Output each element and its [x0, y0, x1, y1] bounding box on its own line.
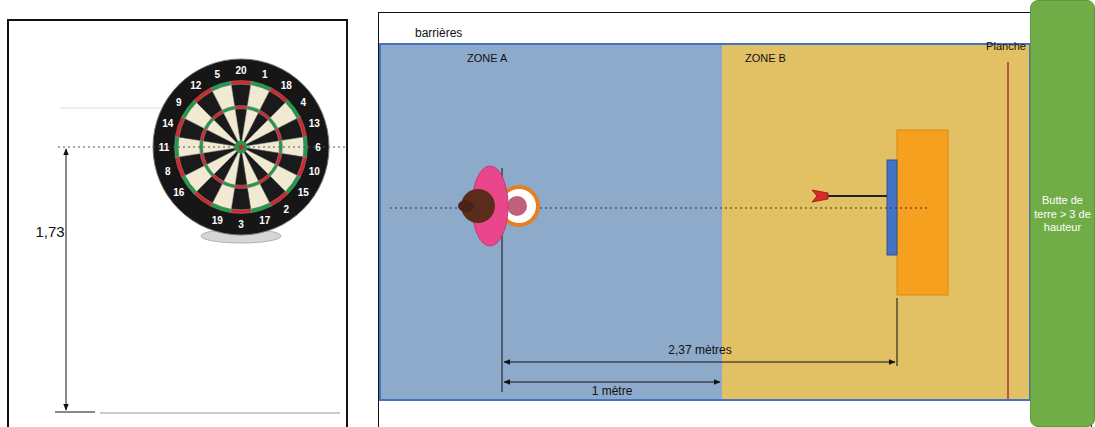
- board-segment: [175, 157, 185, 177]
- person-hands: [507, 196, 527, 216]
- region-title: barrières: [415, 26, 462, 41]
- node-text: Butte de terre > 3 de hauteur: [1034, 194, 1091, 235]
- board-number: 10: [309, 165, 320, 176]
- target-stand: [897, 130, 948, 295]
- board-segment: [251, 203, 271, 213]
- board-number: 12: [190, 79, 201, 90]
- board-segment: [285, 100, 300, 118]
- board-segment: [235, 106, 248, 110]
- board-segment: [231, 209, 252, 213]
- panel-frame: [8, 20, 347, 427]
- outer-bull: [235, 141, 247, 153]
- dimension-line: [66, 149, 67, 410]
- board-segment: [297, 117, 307, 137]
- board-segment: [235, 185, 248, 189]
- dimension-label: 1,73: [35, 224, 64, 241]
- dart-shaft: [826, 195, 887, 197]
- board-number: 14: [162, 118, 173, 129]
- board-number: 4: [301, 96, 307, 107]
- dimension-tick: [897, 298, 898, 366]
- text-wrap: ZONE A: [467, 52, 507, 66]
- dimension-tick: [55, 412, 95, 413]
- earth-mound: Butte de terre > 3 de hauteur: [1030, 0, 1095, 427]
- part-name: Planche: [986, 40, 1026, 52]
- board-segment: [200, 141, 204, 154]
- board-segment: [182, 100, 197, 118]
- board-number: 11: [159, 142, 170, 153]
- board-number: 16: [173, 187, 184, 198]
- board-segment: [224, 109, 240, 141]
- dimension-label: 2,37 mètres: [668, 344, 731, 357]
- board-number: 1: [262, 68, 268, 79]
- board-number: 13: [309, 118, 320, 129]
- board-ring: [178, 84, 304, 210]
- text-wrap: barrières: [415, 26, 462, 41]
- dart-flight: [812, 190, 828, 202]
- board-segment: [175, 117, 185, 137]
- board-number: 8: [165, 165, 171, 176]
- dimension-line: [504, 362, 895, 363]
- board-number: 3: [238, 219, 244, 230]
- zone-b-fill: [722, 44, 1030, 400]
- region-title: ZONE B: [745, 52, 786, 66]
- board-number: 2: [283, 204, 289, 215]
- region-title: ZONE A: [467, 52, 507, 66]
- planche-line: [1007, 62, 1009, 399]
- board-segment: [251, 81, 271, 91]
- zone-region: ZONE B: [721, 44, 1029, 400]
- board-segment: [211, 203, 231, 213]
- board-number: 9: [176, 96, 182, 107]
- barrier-enclosure: barrièresZONE A ZONE B: [378, 12, 1092, 427]
- dimension-line: [504, 382, 720, 383]
- board-ring: [200, 106, 283, 189]
- floor-line: [100, 413, 340, 414]
- board-segment: [297, 157, 307, 177]
- height-guide: [58, 147, 345, 148]
- text-wrap: Butte de terre > 3 de hauteur: [1034, 194, 1091, 235]
- board-number: 5: [214, 68, 220, 79]
- board-segment: [231, 81, 252, 85]
- board-number: 20: [235, 65, 246, 76]
- board-segment: [211, 81, 231, 91]
- board-segment: [194, 191, 212, 206]
- board-number: 17: [259, 215, 270, 226]
- board-number: 15: [298, 187, 309, 198]
- board-number: 18: [281, 79, 292, 90]
- text-wrap: ZONE B: [745, 52, 786, 66]
- dimension-label: 1 mètre: [592, 385, 633, 398]
- zone-border: [380, 44, 1030, 400]
- board-number: 6: [315, 142, 321, 153]
- person-bun: [458, 200, 474, 212]
- board-number: 19: [212, 215, 223, 226]
